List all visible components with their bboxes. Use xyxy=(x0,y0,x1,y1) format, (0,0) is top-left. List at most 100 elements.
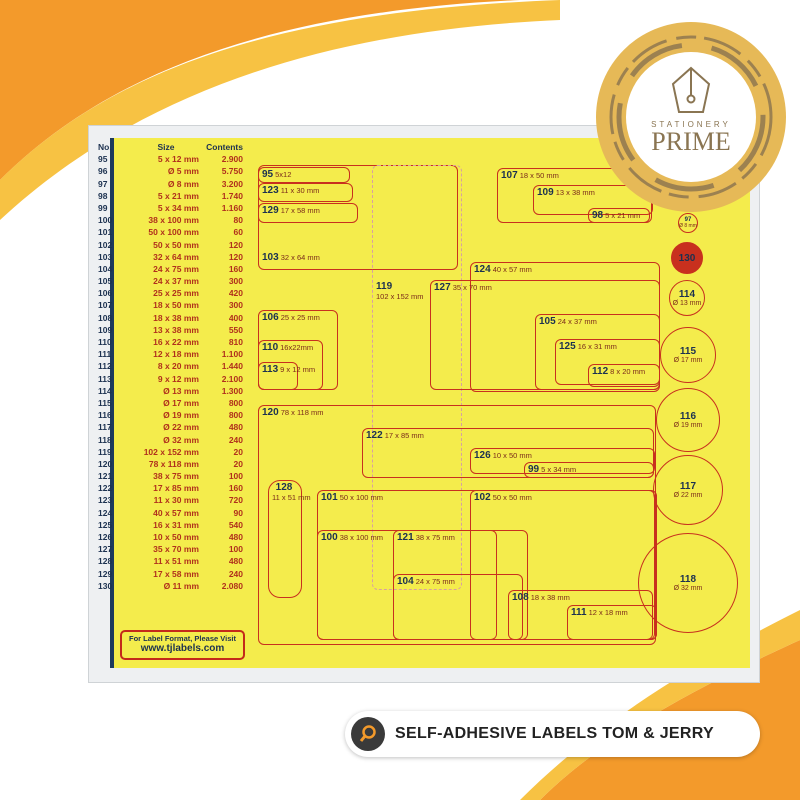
label-size: 17 x 58 mm xyxy=(153,568,199,579)
label-size: 5 x 12 mm xyxy=(157,154,199,165)
label-contents: 300 xyxy=(228,276,243,287)
label-contents: 300 xyxy=(228,300,243,311)
label-contents: 800 xyxy=(228,410,243,421)
label-id: 98 xyxy=(592,210,604,221)
label-number: 102 xyxy=(98,239,113,250)
label-size-text: 17 x 58 mm xyxy=(280,206,320,215)
label-contents: 1.740 xyxy=(221,190,243,201)
label-id: 115 xyxy=(679,345,697,357)
label-size-text: 38 x 100 mm xyxy=(339,533,384,542)
label-contents: 1.440 xyxy=(221,361,243,372)
label-size: 18 x 38 mm xyxy=(153,312,199,323)
label-size: 35 x 70 mm xyxy=(153,544,199,555)
label-size: 78 x 118 mm xyxy=(148,458,199,469)
label-size: 24 x 37 mm xyxy=(153,276,199,287)
label-size-text: 17 x 85 mm xyxy=(384,431,424,440)
label-number: 113 xyxy=(98,373,112,384)
label-number: 112 xyxy=(98,361,112,372)
label-id: 107 xyxy=(501,170,518,181)
label-size: Ø 5 mm xyxy=(167,166,199,177)
label-number: 97 xyxy=(98,178,108,189)
visit-text: For Label Format, Please Visit xyxy=(129,634,236,643)
label-contents: 480 xyxy=(228,532,243,542)
label-id: 100 xyxy=(321,532,338,543)
label-id: 119 xyxy=(376,281,393,292)
label-id: 127 xyxy=(434,282,451,293)
label-size: Ø 8 mm xyxy=(167,178,199,189)
label-contents: 160 xyxy=(228,483,243,494)
label-size-text: 13 x 38 mm xyxy=(555,188,595,197)
label-number: 119 xyxy=(98,446,112,457)
label-size-text: 16 x 31 mm xyxy=(577,342,617,351)
label-contents: 100 xyxy=(228,471,243,482)
label-size-text: 10 x 50 mm xyxy=(492,451,532,460)
label-size-text: Ø 32 mm xyxy=(673,584,703,592)
label-id: 106 xyxy=(262,312,279,323)
label-size: Ø 22 mm xyxy=(163,422,199,433)
label-id: 97 xyxy=(684,216,692,223)
label-contents: 160 xyxy=(228,263,243,274)
label-id: 112 xyxy=(592,366,609,377)
label-number: 122 xyxy=(98,483,113,494)
label-number: 128 xyxy=(98,556,113,567)
brand-line2: PRIME xyxy=(651,127,731,156)
label-size-text: 25 x 25 mm xyxy=(280,313,320,322)
label-size: 18 x 50 mm xyxy=(153,300,199,311)
label-contents: 120 xyxy=(228,251,243,262)
label-size: Ø 11 mm xyxy=(163,580,199,591)
label-size: 8 x 20 mm xyxy=(157,361,199,372)
header-no: No. xyxy=(98,142,112,152)
label-id: 118 xyxy=(679,573,697,585)
label-id: 125 xyxy=(559,341,576,352)
label-size: 102 x 152 mm xyxy=(143,446,199,457)
label-id: 103 xyxy=(262,252,279,263)
pen-nib-icon xyxy=(671,66,711,113)
label-size-text: 18 x 38 mm xyxy=(530,593,570,602)
table-row: 112 8 x 20 mm 1.440 xyxy=(98,360,248,372)
website-url: www.tjlabels.com xyxy=(140,643,225,654)
label-number: 99 xyxy=(98,202,108,213)
label-size-text: 102 x 152 mm xyxy=(376,292,424,301)
label-size: 25 x 25 mm xyxy=(153,288,199,299)
label-contents: 550 xyxy=(228,324,243,335)
label-size-text: Ø 13 mm xyxy=(672,299,702,307)
label-contents: 80 xyxy=(233,215,243,226)
label-id: 123 xyxy=(262,185,279,196)
label-size-text: 8 x 20 mm xyxy=(610,367,646,376)
label-size: Ø 17 mm xyxy=(163,397,199,408)
label-id: 120 xyxy=(262,407,279,418)
label-contents: 800 xyxy=(228,397,243,408)
label-number: 127 xyxy=(98,544,113,555)
label-contents: 540 xyxy=(228,519,243,530)
label-size: 32 x 64 mm xyxy=(153,251,199,262)
label-number: 95 xyxy=(98,154,108,165)
label-id: 116 xyxy=(679,410,697,422)
label-size: Ø 19 mm xyxy=(163,410,199,421)
label-contents: 90 xyxy=(233,507,243,518)
brand-line1: STATIONERY xyxy=(651,120,731,129)
label-number: 101 xyxy=(98,227,113,238)
label-contents: 5.750 xyxy=(221,166,243,177)
